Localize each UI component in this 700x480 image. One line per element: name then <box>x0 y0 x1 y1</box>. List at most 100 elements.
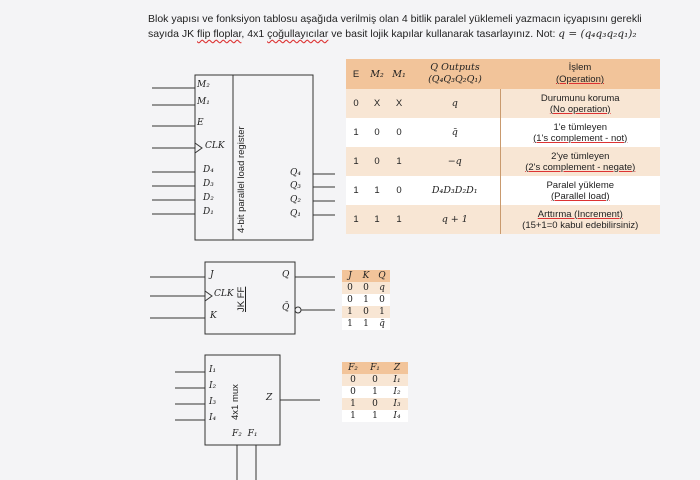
cell: q <box>374 282 390 294</box>
cell-q: −q <box>410 147 500 176</box>
op-line-2: (2's complement - negate) <box>525 161 636 173</box>
question-line-2-pre: sayıda JK <box>148 28 198 40</box>
cell: I₄ <box>386 410 408 422</box>
op-line-2: (1's complement - not) <box>533 132 628 144</box>
label-q: Q <box>282 270 290 280</box>
label-q1: Q₁ <box>290 209 301 219</box>
cell-m2: 1 <box>366 176 388 205</box>
op-line-1: 1'e tümleyen <box>553 121 608 133</box>
label-m1: M₁ <box>197 97 210 107</box>
cell: 0 <box>342 386 364 398</box>
label-z: Z <box>266 393 273 403</box>
label-j: J <box>210 270 214 280</box>
table-row: 1 0 0 q̄ 1'e tümleyen(1's complement - n… <box>346 118 660 147</box>
cell-m2: 0 <box>366 147 388 176</box>
header-outputs: Q Outputs (Q₄Q₃Q₂Q₁) <box>410 59 500 89</box>
label-q2: Q₂ <box>290 195 301 205</box>
cell: 1 <box>358 294 374 306</box>
op-line-2: (No operation) <box>549 103 611 115</box>
cell-op: Paralel yükleme(Parallel load) <box>499 176 660 205</box>
cell-q: q + 1 <box>410 205 500 234</box>
jk-header-k: K <box>358 270 374 282</box>
header-e: E <box>346 59 366 89</box>
table-row: 0 X X q Durumunu koruma(No operation) <box>346 89 660 118</box>
header-m1: M₁ <box>388 59 410 89</box>
label-m2: M₂ <box>197 80 210 90</box>
note-formula: q = (q₄q₃q₂q₁)₂ <box>558 28 637 40</box>
cell: 1 <box>342 306 358 318</box>
cell-m2: X <box>366 89 388 118</box>
label-clk: CLK <box>205 141 225 151</box>
header-operation: İşlem (Operation) <box>500 59 660 89</box>
table-row: 1 1 1 q + 1 Arttırma (Increment)(15+1=0 … <box>346 205 660 234</box>
register-block <box>152 74 335 241</box>
cell: 1 <box>342 398 364 410</box>
cell-op: Durumunu koruma(No operation) <box>499 89 660 118</box>
cell-q: q̄ <box>410 118 500 147</box>
cell-op: Arttırma (Increment)(15+1=0 kabul edebil… <box>499 205 660 234</box>
cell-e: 1 <box>346 205 366 234</box>
cell: 0 <box>358 282 374 294</box>
cell-m2: 1 <box>366 205 388 234</box>
cell: 1 <box>364 410 386 422</box>
jk-ff-title: JK FF <box>236 286 247 312</box>
cell: I₂ <box>386 386 408 398</box>
op-line-2: (15+1=0 kabul edebilirsiniz) <box>522 219 639 231</box>
cell: I₃ <box>386 398 408 410</box>
jk-ff-box <box>204 261 296 335</box>
cell-e: 1 <box>346 176 366 205</box>
label-i3: I₃ <box>209 397 217 407</box>
question-line-2-mid: , 4x1 <box>241 28 268 40</box>
register-title: 4-bit parallel load register <box>236 126 247 233</box>
op-line-1: Durumunu koruma <box>540 92 620 104</box>
clk-triangle <box>194 142 203 154</box>
cell-m1: 1 <box>388 205 410 234</box>
mux-header-z: Z <box>386 362 408 374</box>
wavy-word-cogullayicilar: çoğullayıcılar <box>267 28 329 40</box>
cell-m1: 0 <box>388 176 410 205</box>
mux-block <box>175 354 320 480</box>
label-selects: F₂ F₁ <box>232 429 258 439</box>
label-k: K <box>210 311 217 321</box>
op-line-1: Paralel yükleme <box>546 179 615 191</box>
cell-m1: X <box>388 89 410 118</box>
label-i2: I₂ <box>209 381 217 391</box>
label-q4: Q₄ <box>290 168 301 178</box>
label-jk-clk: CLK <box>214 289 234 299</box>
cell: 0 <box>364 398 386 410</box>
cell: 1 <box>358 318 374 330</box>
label-i4: I₄ <box>209 413 217 423</box>
cell: 0 <box>374 294 390 306</box>
qbar-bubble <box>294 306 302 314</box>
label-i1: I₁ <box>209 365 217 375</box>
register-box <box>194 74 314 241</box>
header-op-title: İşlem <box>568 62 592 73</box>
header-m2: M₂ <box>366 59 388 89</box>
cell: 0 <box>342 282 358 294</box>
header-op-sub: (Operation) <box>555 74 605 85</box>
label-d3: D₃ <box>203 179 214 189</box>
cell: I₁ <box>386 374 408 386</box>
op-line-2: (Parallel load) <box>550 190 610 202</box>
cell-e: 1 <box>346 118 366 147</box>
op-line-1: Arttırma (Increment) <box>537 208 623 220</box>
cell: 0 <box>358 306 374 318</box>
label-d1: D₁ <box>203 207 214 217</box>
cell-e: 0 <box>346 89 366 118</box>
header-outputs-sub: (Q₄Q₃Q₂Q₁) <box>428 74 482 85</box>
cell-m2: 0 <box>366 118 388 147</box>
question-line-2: sayıda JK flip floplar, 4x1 çoğullayıcıl… <box>148 27 688 42</box>
table-row: 1 0 1 −q 2'ye tümleyen(2's complement - … <box>346 147 660 176</box>
cell: q̄ <box>374 318 390 330</box>
jk-clk-triangle <box>204 290 213 302</box>
jk-ff-block <box>150 261 335 335</box>
mux-title: 4x1 mux <box>230 384 241 420</box>
